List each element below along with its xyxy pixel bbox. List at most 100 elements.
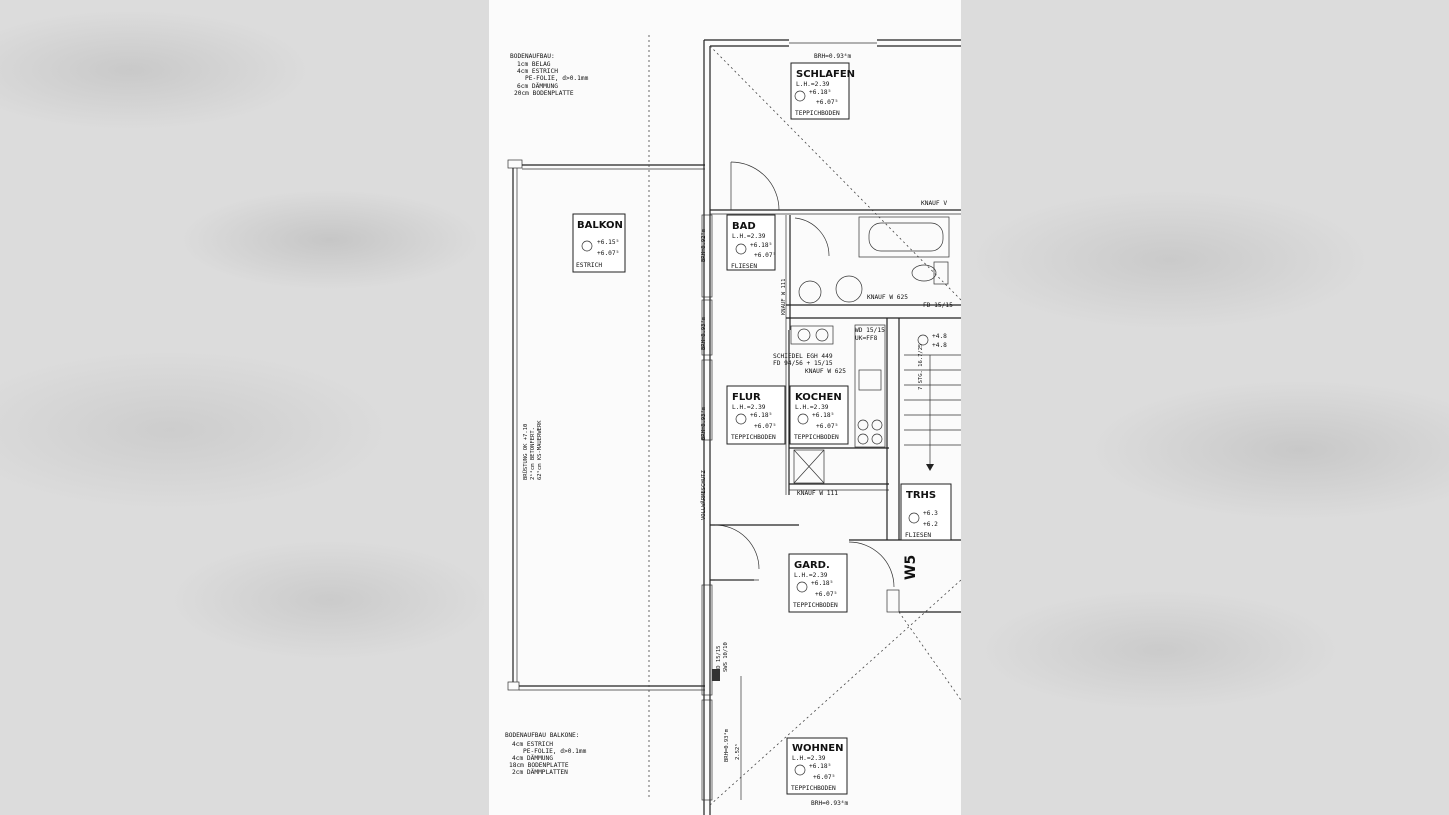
kitchen-counter: [854, 324, 886, 448]
level-top: +6.3: [923, 510, 938, 517]
floor-type: FLIESEN: [905, 532, 931, 539]
floor-type: TEPPICHBODEN: [731, 434, 776, 441]
wall-spec-label: FD 15/15: [716, 646, 722, 673]
floor-type: TEPPICHBODEN: [793, 602, 838, 609]
floor-type: TEPPICHBODEN: [795, 110, 840, 117]
room-height: L.H.=2.39: [792, 755, 826, 762]
wall-spec-label: FD 94/56 + 15/15: [773, 360, 833, 367]
room-height: L.H.=2.39: [732, 233, 766, 240]
brustung-line: 2¹⁴cm BETONFERT.: [529, 427, 536, 480]
exterior-walls: [701, 39, 961, 815]
wall-spec-label: SCHIEDEL EGH 449: [773, 353, 833, 360]
bodenaufbau-balkone-note: BODENAUFBAU BALKONE: 4cm ESTRICH PE-FOLI…: [505, 732, 587, 776]
room-name: SCHLAFEN: [796, 69, 855, 80]
room-height: L.H.=2.39: [795, 404, 829, 411]
level-bottom: +6.07⁵: [816, 99, 838, 106]
level-top: +6.18⁵: [750, 412, 772, 419]
level-bottom: +6.2: [923, 521, 938, 528]
wall-spec-label: WD 15/15: [855, 327, 885, 334]
w5-text: W5: [903, 555, 919, 580]
level-marker-icon: [917, 334, 929, 346]
wall-spec-label: KNAUF W 111: [797, 490, 838, 497]
balkone-line: 4cm DÄMMUNG: [512, 753, 553, 762]
room-schlafen: SCHLAFEN L.H.=2.39 +6.18⁵ +6.07⁵ TEPPICH…: [790, 62, 855, 120]
brh-label: BRH=0.93⁴m: [723, 728, 730, 762]
room-name: BAD: [732, 221, 756, 232]
bodenaufbau-line: PE-FOLIE, d>0.1mm: [525, 75, 589, 82]
storage-box: [793, 449, 825, 484]
balkon-outline: [507, 35, 705, 800]
level-marker-icon: [794, 764, 806, 776]
bodenaufbau-line: 1cm BELAG: [517, 61, 551, 68]
floor-type: ESTRICH: [576, 262, 602, 269]
room-height: L.H.=2.39: [796, 81, 830, 88]
balkone-line: PE-FOLIE, d>0.1mm: [523, 748, 587, 755]
wall-spec-label: KNAUF V: [921, 200, 947, 207]
brh-wohnen-label: BRH=0.93⁴m: [723, 728, 730, 762]
balkone-line: 2cm DÄMMPLATTEN: [512, 767, 568, 776]
fd-sws-label: FD 15/15 SWS 10/10: [716, 642, 729, 672]
room-name: WOHNEN: [792, 743, 843, 754]
wall-spec-label: KNAUF W 111: [781, 279, 787, 315]
bodenaufbau-line: 20cm BODENPLATTE: [514, 90, 574, 97]
vollwaermeschutz-label: VOLLWÄRMESCHUTZ: [700, 470, 707, 520]
staircase: [904, 354, 961, 471]
wall-spec-label: KNAUF W 625: [805, 368, 846, 375]
brh-label: BRH=0.93⁴m: [814, 53, 852, 60]
floor-type: TEPPICHBODEN: [794, 434, 839, 441]
doors: [714, 161, 895, 588]
brustung-note: BRÜSTUNG OK +7.10 2¹⁴cm BETONFERT. 62⁵cm…: [522, 420, 543, 480]
room-height: L.H.=2.39: [794, 572, 828, 579]
brustung-line: 62⁵cm KS-MAUERWERK: [536, 420, 543, 480]
floor-plan-sheet: BODENAUFBAU: 1cm BELAG 4cm ESTRICH PE-FO…: [489, 0, 961, 815]
brustung-line: BRÜSTUNG OK +7.10: [522, 424, 529, 480]
level-top: +6.18⁵: [811, 580, 833, 587]
level-marker-icon: [794, 90, 806, 102]
bodenaufbau-title: BODENAUFBAU:: [510, 53, 555, 60]
dim-252-label: 2.52⁵: [734, 743, 741, 760]
level-top: +6.18⁵: [750, 242, 772, 249]
room-gard: GARD. L.H.=2.39 +6.18⁵ +6.07⁵ TEPPICHBOD…: [788, 553, 848, 613]
level-marker-icon: [735, 413, 747, 425]
wall-spec-label: FD 15/15: [923, 302, 953, 309]
room-balkon: BALKON +6.15⁵ +6.07⁵ ESTRICH: [572, 213, 626, 273]
bodenaufbau-line: 4cm ESTRICH: [517, 68, 558, 75]
brh-label: BRH=0.92⁵m: [700, 228, 707, 262]
level-top: +6.18⁵: [809, 763, 831, 770]
room-bad: BAD L.H.=2.39 +6.18⁵ +6.07⁵ FLIESEN: [726, 214, 776, 271]
room-name: GARD.: [794, 560, 830, 571]
stairs-text: 7 STG. 16.7/25: [918, 344, 924, 390]
brh-bad-label: BRH=0.92⁵m: [700, 228, 707, 262]
level-marker-icon: [796, 581, 808, 593]
brh-mid-label: BRH=0.93⁴m: [700, 316, 707, 350]
level-top: +6.18⁵: [809, 89, 831, 96]
brh-label: BRH=0.93⁴m: [811, 800, 849, 807]
level-marker-icon: [797, 413, 809, 425]
level-top: +6.18⁵: [812, 412, 834, 419]
wall-spec-label: UK=FF8: [855, 335, 878, 342]
washbasins: [790, 275, 863, 345]
floor-type: FLIESEN: [731, 263, 757, 270]
room-height: L.H.=2.39: [732, 404, 766, 411]
balkone-line: 18cm BODENPLATTE: [509, 762, 569, 769]
bodenaufbau-line: 6cm DÄMMUNG: [517, 81, 558, 90]
room-flur: FLUR L.H.=2.39 +6.18⁵ +6.07⁵ TEPPICHBODE…: [726, 385, 786, 445]
room-name: BALKON: [577, 220, 623, 231]
knauf-111-bad-label: KNAUF W 111: [781, 279, 787, 315]
level-bottom: +6.07⁵: [815, 591, 837, 598]
level-top: +6.15⁵: [597, 239, 619, 246]
level-label: +4.8: [932, 342, 947, 349]
level-marker-icon: [908, 512, 920, 524]
room-name: FLUR: [732, 392, 761, 403]
level-bottom: +6.07⁵: [816, 423, 838, 430]
level-bottom: +6.07⁵: [754, 252, 776, 259]
level-bottom: +6.07⁵: [813, 774, 835, 781]
brh-label: BRH=0.93⁴m: [700, 406, 707, 440]
level-marker-icon: [581, 240, 593, 252]
w5-label: W5: [903, 555, 919, 580]
stairs-label: 7 STG. 16.7/25: [918, 344, 924, 390]
level-bottom: +6.07⁵: [597, 250, 619, 257]
level-marker-icon: [735, 243, 747, 255]
brh-label: BRH=0.93⁴m: [700, 316, 707, 350]
dimension-label: 2.52⁵: [734, 743, 741, 760]
